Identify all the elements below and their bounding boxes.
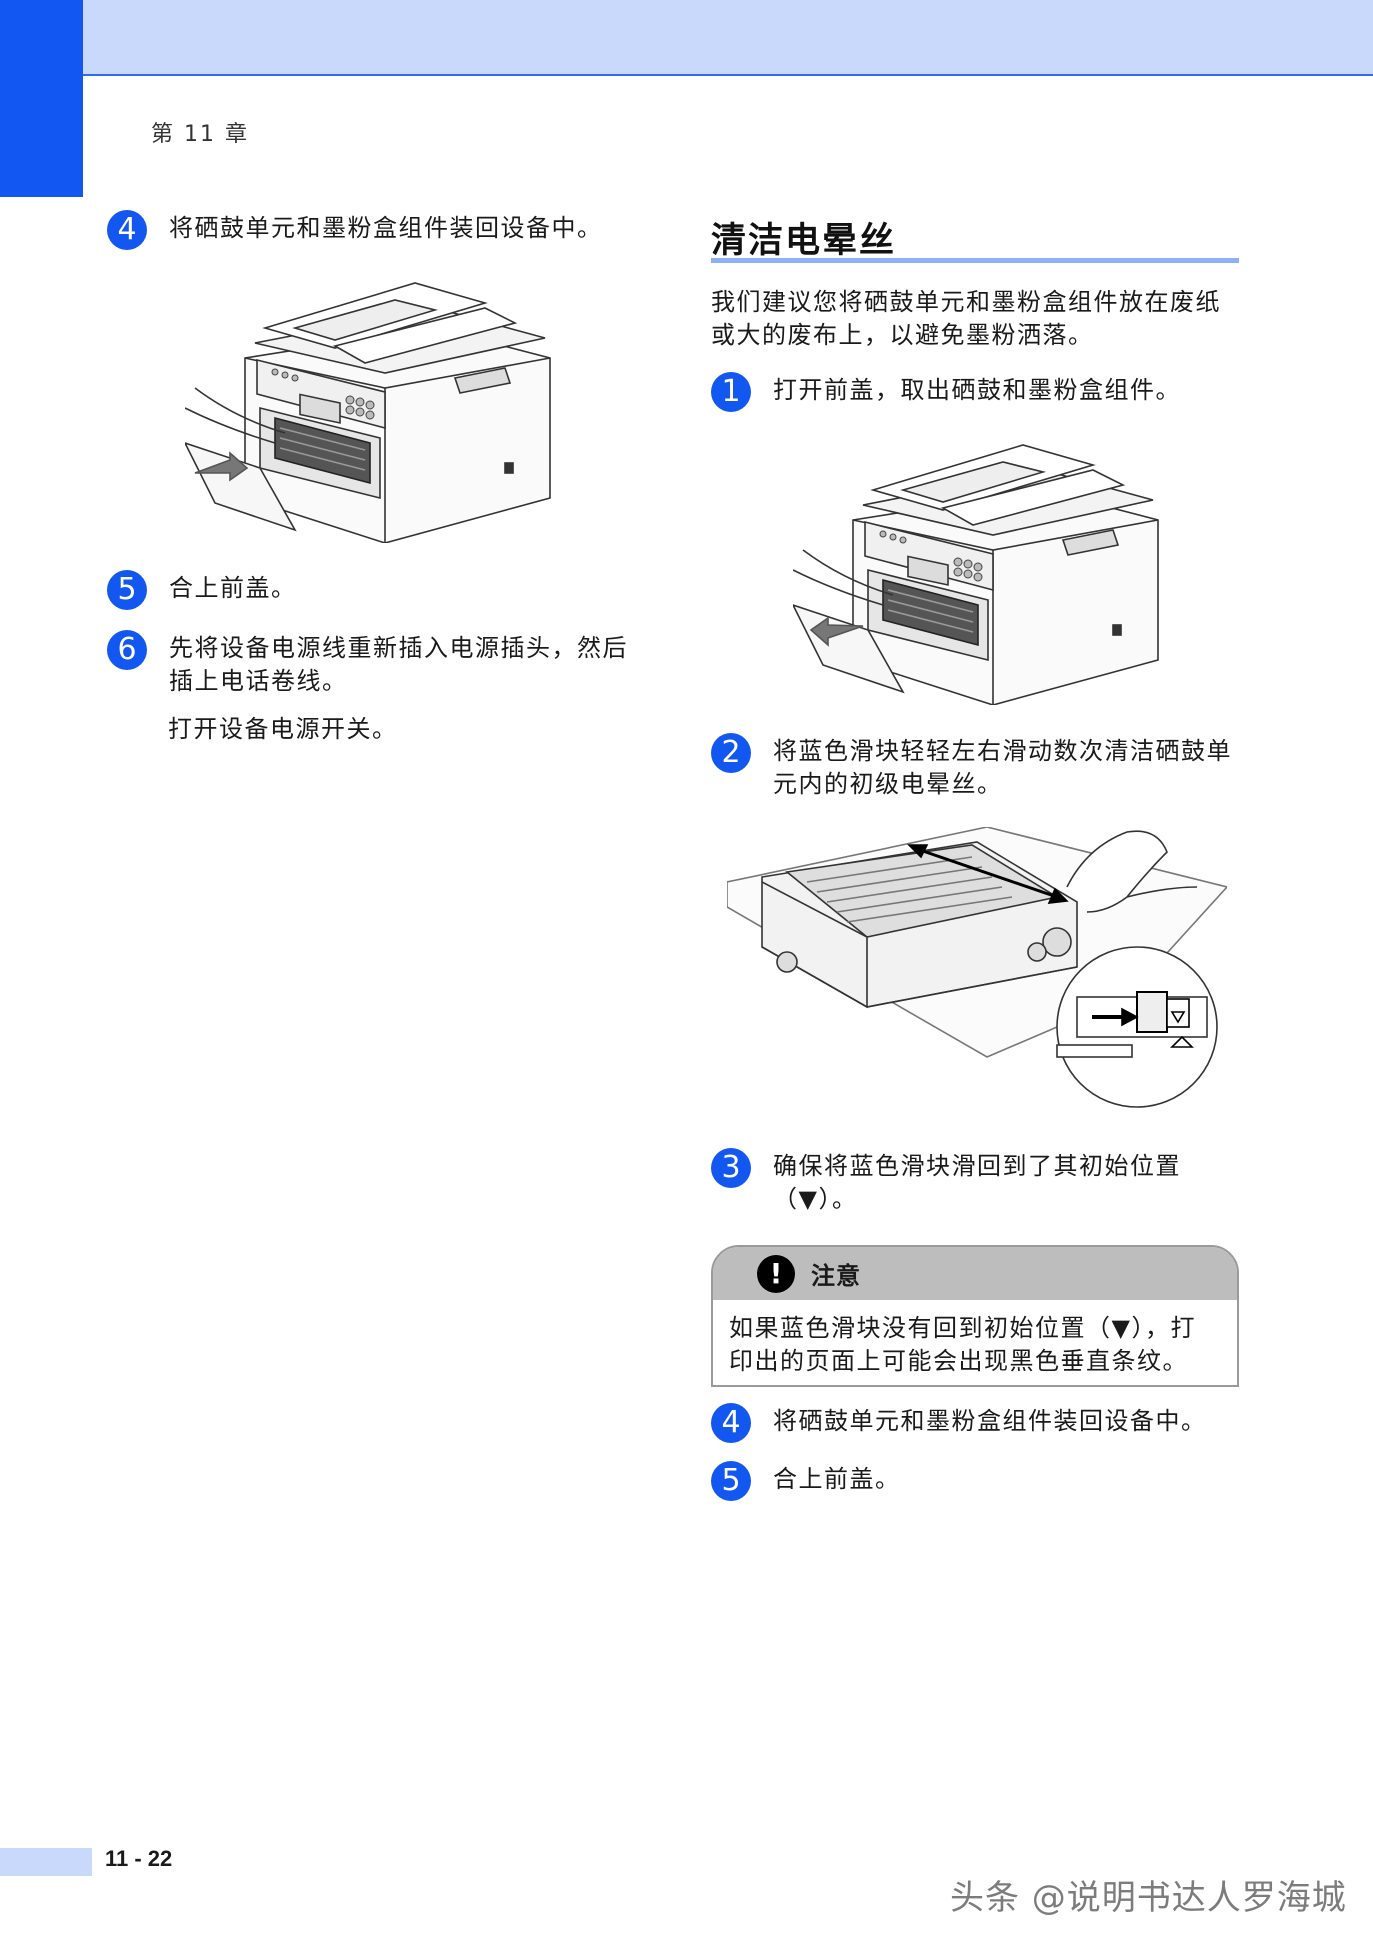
step-number-badge: 5	[107, 570, 147, 610]
right-step-3: 3 确保将蓝色滑块滑回到了其初始位置（▼）。	[711, 1148, 1251, 1216]
step-text: 合上前盖。	[773, 1465, 901, 1493]
right-step-5: 5 合上前盖。	[711, 1461, 1251, 1501]
note-title: 注意	[811, 1262, 861, 1290]
note-box: ! 注意 如果蓝色滑块没有回到初始位置（▼），打印出的页面上可能会出现黑色垂直条…	[711, 1245, 1239, 1387]
step-number-badge: 2	[711, 733, 751, 773]
step-text: 先将设备电源线重新插入电源插头，然后插上电话卷线。	[169, 634, 628, 695]
step-text: 将硒鼓单元和墨粉盒组件装回设备中。	[169, 214, 603, 242]
step-number-badge: 5	[711, 1461, 751, 1501]
step-text: 确保将蓝色滑块滑回到了其初始位置（▼）。	[773, 1152, 1181, 1213]
note-body: 如果蓝色滑块没有回到初始位置（▼），打印出的页面上可能会出现黑色垂直条纹。	[729, 1314, 1196, 1375]
step-number-badge: 4	[711, 1403, 751, 1443]
right-step-1: 1 打开前盖，取出硒鼓和墨粉盒组件。	[711, 372, 1251, 412]
right-step-2: 2 将蓝色滑块轻轻左右滑动数次清洁硒鼓单元内的初级电晕丝。	[711, 733, 1251, 801]
chapter-label: 第 11 章	[151, 122, 249, 147]
illustration-printer-remove-drum	[793, 430, 1163, 705]
section-title: 清洁电晕丝	[711, 221, 897, 261]
header-band	[0, 0, 1373, 76]
footer-band	[0, 1848, 92, 1876]
step-text: 打开前盖，取出硒鼓和墨粉盒组件。	[773, 376, 1181, 404]
exclamation-icon: !	[757, 1254, 795, 1293]
page-number: 11 - 22	[105, 1846, 173, 1871]
chapter-tab	[0, 0, 83, 197]
note-header: ! 注意	[713, 1247, 1237, 1300]
left-step-4: 4 将硒鼓单元和墨粉盒组件装回设备中。	[107, 210, 647, 250]
right-step-4: 4 将硒鼓单元和墨粉盒组件装回设备中。	[711, 1403, 1251, 1443]
left-step-5: 5 合上前盖。	[107, 570, 647, 610]
left-step-6: 6 先将设备电源线重新插入电源插头，然后插上电话卷线。	[107, 630, 647, 698]
step-text: 合上前盖。	[169, 574, 297, 602]
section-rule	[711, 258, 1239, 263]
step-number-badge: 4	[107, 210, 147, 250]
step-text: 将硒鼓单元和墨粉盒组件装回设备中。	[773, 1407, 1207, 1435]
watermark: 头条 @说明书达人罗海城	[950, 1878, 1347, 1918]
step-number-badge: 6	[107, 630, 147, 670]
section-intro: 我们建议您将硒鼓单元和墨粉盒组件放在废纸或大的废布上，以避免墨粉洒落。	[711, 288, 1221, 349]
step-number-badge: 1	[711, 372, 751, 412]
illustration-printer-insert-drum	[185, 268, 555, 543]
step-text: 将蓝色滑块轻轻左右滑动数次清洁硒鼓单元内的初级电晕丝。	[773, 737, 1232, 798]
step-number-badge: 3	[711, 1148, 751, 1188]
power-on-instruction: 打开设备电源开关。	[168, 715, 398, 743]
illustration-slide-blue-tab	[727, 827, 1227, 1112]
